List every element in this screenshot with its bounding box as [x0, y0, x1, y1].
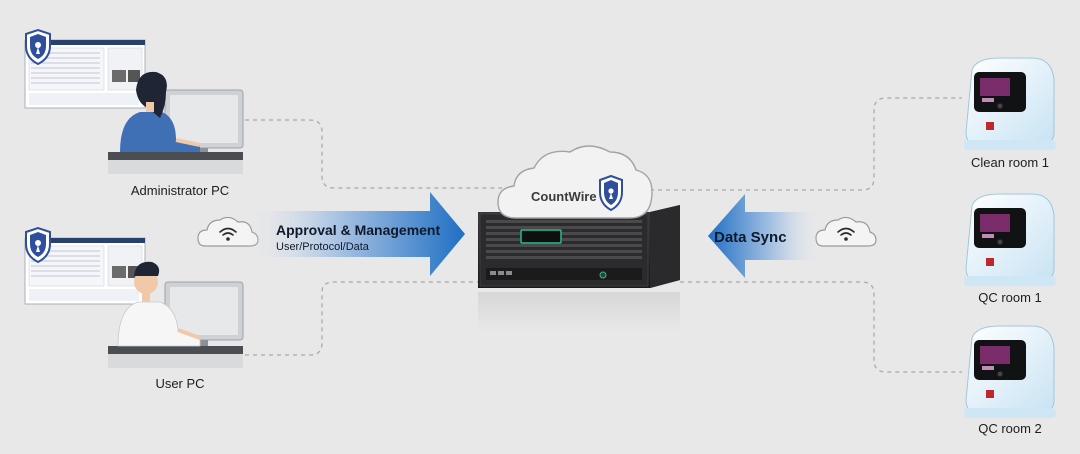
node-label-user-pc: User PC	[155, 376, 205, 391]
node-label-administrator-pc: Administrator PC	[130, 183, 230, 198]
data-sync-title: Data Sync	[714, 229, 787, 246]
line-user-server	[245, 281, 482, 356]
line-admin-server	[245, 119, 502, 189]
node-label-clean-room-1: Clean room 1	[970, 155, 1050, 170]
approval-management-title: Approval & Management	[276, 222, 441, 238]
node-label-qc-room-2: QC room 2	[978, 421, 1042, 436]
countwire-label: CountWire	[531, 189, 597, 204]
line-server-cleanroom1	[650, 97, 962, 191]
shield-icon	[25, 226, 51, 264]
data-sync-arrow	[708, 194, 820, 278]
approval-management-arrow	[245, 192, 465, 276]
wifi-cloud-icon	[815, 216, 877, 247]
connection-lines	[245, 97, 962, 373]
device-qc-room-1	[964, 193, 1056, 286]
line-server-qcroom2	[680, 281, 962, 373]
server-illustration	[478, 205, 680, 332]
shield-icon	[25, 28, 51, 66]
administrator-person-illustration	[108, 71, 244, 174]
node-label-qc-room-1: QC room 1	[978, 290, 1042, 305]
user-person-illustration	[108, 261, 244, 368]
device-clean-room-1	[964, 57, 1056, 150]
countwire-cloud: CountWire	[497, 145, 653, 219]
approval-management-subtitle: User/Protocol/Data	[276, 241, 369, 253]
device-qc-room-2	[964, 325, 1056, 418]
